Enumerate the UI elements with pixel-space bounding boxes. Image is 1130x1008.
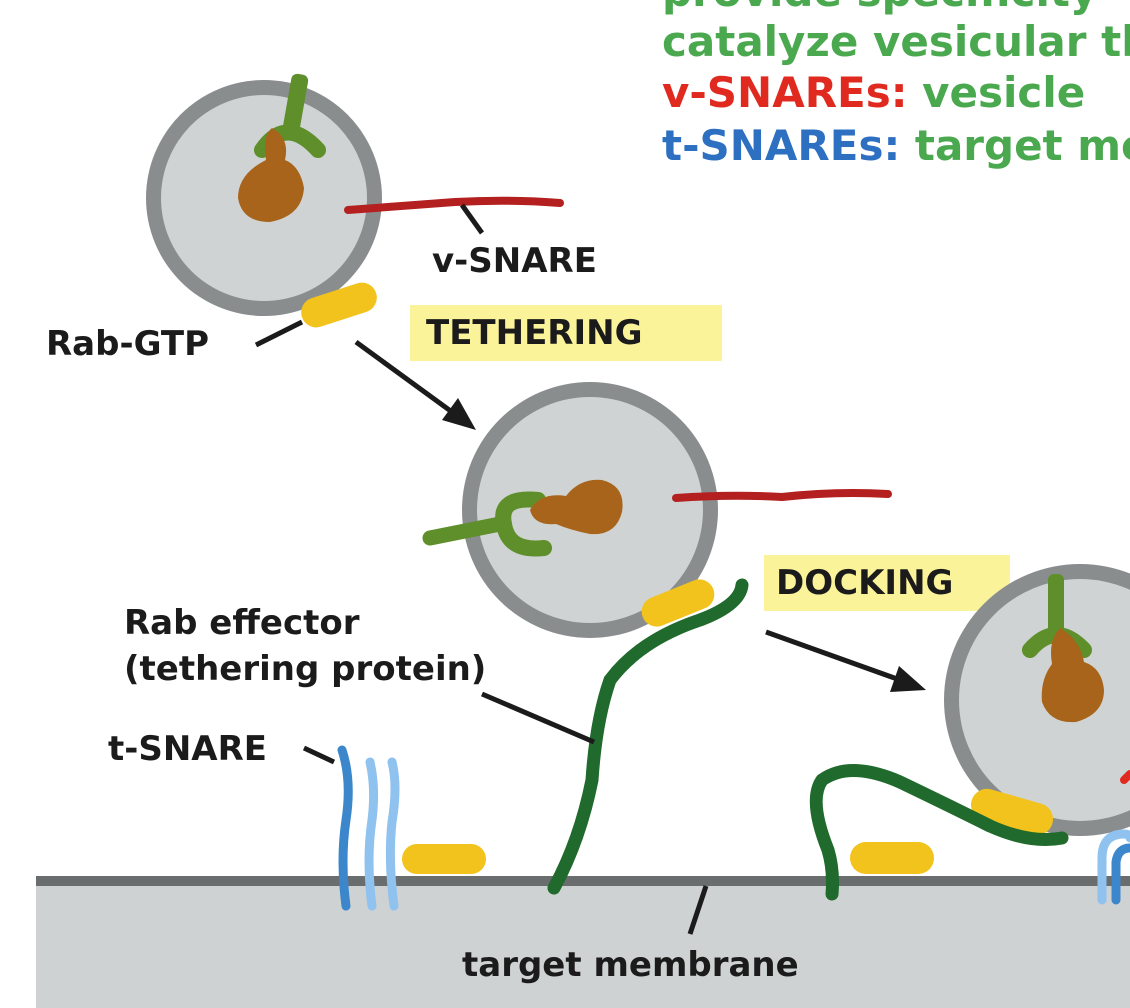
cargo-2-icon — [530, 479, 623, 535]
t-snare-label: t-SNARE — [108, 729, 267, 769]
docking-box — [764, 555, 1010, 611]
vesicle-2 — [422, 382, 892, 638]
rab-effector-pointer — [481, 691, 595, 745]
header-line-3: t-SNAREs: target mem — [662, 121, 1130, 170]
rab-gtp-pointer — [254, 319, 304, 348]
tethering-stage: TETHERING — [410, 305, 722, 361]
rab-membrane-2-icon — [850, 842, 934, 874]
membrane-edge — [36, 876, 1130, 886]
t-snares-desc: target mem — [900, 121, 1130, 170]
receptor-2-stalk — [422, 516, 508, 546]
rab-gtp-1-icon — [301, 282, 377, 328]
rab-gtp-label: Rab-GTP — [46, 324, 209, 364]
cargo-1-icon — [238, 128, 304, 222]
docking-stage: DOCKING — [764, 555, 1010, 611]
t-snare-1-strand-c — [385, 757, 400, 911]
rab-effector-label-2: (tethering protein) — [124, 649, 486, 689]
membrane-body — [36, 880, 1130, 1008]
t-snare-2-loop-a — [1097, 829, 1130, 905]
rab-gtp-3-icon — [971, 788, 1053, 836]
target-membrane-pointer — [687, 885, 709, 935]
arrow-1-shaft — [354, 339, 454, 415]
t-snare-1-strand-a — [337, 745, 353, 911]
v-snare-pointer — [459, 203, 485, 235]
v-snares-desc: vesicle — [908, 68, 1086, 117]
receptor-3-stalk — [1048, 574, 1064, 636]
v-snare-3-strand — [1120, 770, 1130, 784]
target-membrane — [36, 876, 1130, 1008]
t-snare-2-loop-b — [1111, 843, 1130, 905]
tethering-box — [410, 305, 722, 361]
t-snares-key: t-SNAREs: — [662, 121, 900, 170]
tethering-label: TETHERING — [426, 313, 642, 353]
vesicle-1 — [146, 73, 564, 328]
v-snares-key: v-SNAREs: — [662, 68, 908, 117]
tethering-protein-2 — [809, 764, 1069, 901]
target-membrane-label: target membrane — [462, 945, 799, 985]
arrow-2 — [765, 629, 926, 692]
rab-gtp-2-icon — [641, 579, 715, 627]
rab-effector-label-1: Rab effector — [124, 603, 360, 643]
t-snare-complex-1 — [337, 745, 400, 911]
t-snare-complex-2 — [1097, 829, 1130, 905]
rab-membrane-1-icon — [402, 844, 486, 874]
v-snare-label: v-SNARE — [432, 241, 597, 281]
v-snare-2-strand — [672, 489, 892, 502]
vesicle-3 — [944, 564, 1130, 836]
arrow-2-shaft — [765, 629, 901, 683]
tethering-protein-1 — [547, 578, 749, 895]
v-snare-1-strand — [344, 196, 564, 214]
header-text: provide specificity catalyze vesicular t… — [662, 0, 1130, 170]
t-snare-1-strand-b — [364, 757, 379, 911]
cargo-3-icon — [1041, 628, 1104, 723]
t-snare-pointer — [302, 745, 336, 765]
header-line-2: v-SNAREs: vesicle — [662, 68, 1085, 117]
docking-label: DOCKING — [776, 563, 953, 603]
receptor-2-arc — [495, 491, 552, 557]
header-line-0: provide specificity — [662, 0, 1097, 16]
header-line-1: catalyze vesicular the — [662, 17, 1130, 66]
receptor-1-stalk — [282, 73, 309, 136]
arrow-1 — [354, 339, 476, 430]
arrow-1-head — [442, 398, 476, 430]
arrow-2-head — [890, 666, 926, 692]
